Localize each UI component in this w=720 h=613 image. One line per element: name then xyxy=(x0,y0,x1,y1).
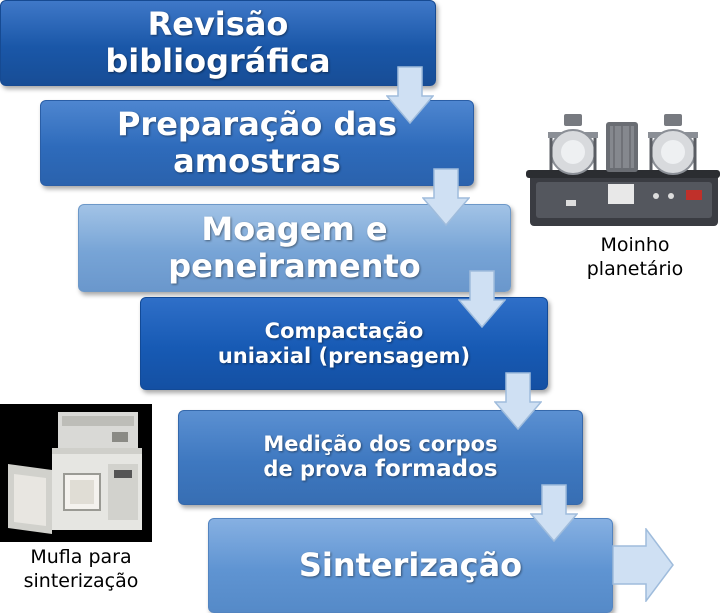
step-label-line2-part1: de prova xyxy=(263,457,375,482)
step-label-line1: Moagem e xyxy=(201,210,388,249)
arrow-down-icon xyxy=(386,66,434,124)
muffle-furnace-image xyxy=(0,404,152,542)
arrow-down-icon xyxy=(422,168,470,226)
step-label-line2-part2: formados xyxy=(374,456,498,483)
arrow-down-icon xyxy=(494,372,542,430)
step-label-line1: Medição dos corpos xyxy=(263,432,498,457)
step-label-line1: Revisão xyxy=(147,5,289,44)
step-label-line2: bibliográfica xyxy=(105,42,331,80)
caption-line2: planetário xyxy=(586,257,684,280)
arrow-down-icon xyxy=(530,484,578,542)
step-label-line2: de prova formados xyxy=(263,456,497,482)
arrow-right-icon xyxy=(612,528,674,602)
planetary-mill-image xyxy=(526,114,720,226)
step-label-line1: Preparação das xyxy=(116,105,398,144)
caption-line1: Moinho xyxy=(600,234,670,256)
step-label-line1: Compactação xyxy=(264,319,424,344)
caption-line1: Mufla para xyxy=(30,546,132,568)
step-label-line2: amostras xyxy=(173,142,341,180)
furnace-caption: Mufla para sinterização xyxy=(0,546,162,594)
arrow-down-icon xyxy=(458,270,506,328)
mill-caption: Moinho planetário xyxy=(560,234,710,282)
step-moagem-peneiramento: Moagem e peneiramento xyxy=(78,204,511,292)
caption-line2: sinterização xyxy=(23,569,139,592)
step-sinterizacao: Sinterização xyxy=(208,518,613,613)
step-label-line2: peneiramento xyxy=(168,247,421,285)
step-revisao-bibliografica: Revisão bibliográfica xyxy=(0,0,436,86)
step-label-line2: uniaxial (prensagem) xyxy=(217,343,471,368)
step-label-line1: Sinterização xyxy=(298,546,523,585)
